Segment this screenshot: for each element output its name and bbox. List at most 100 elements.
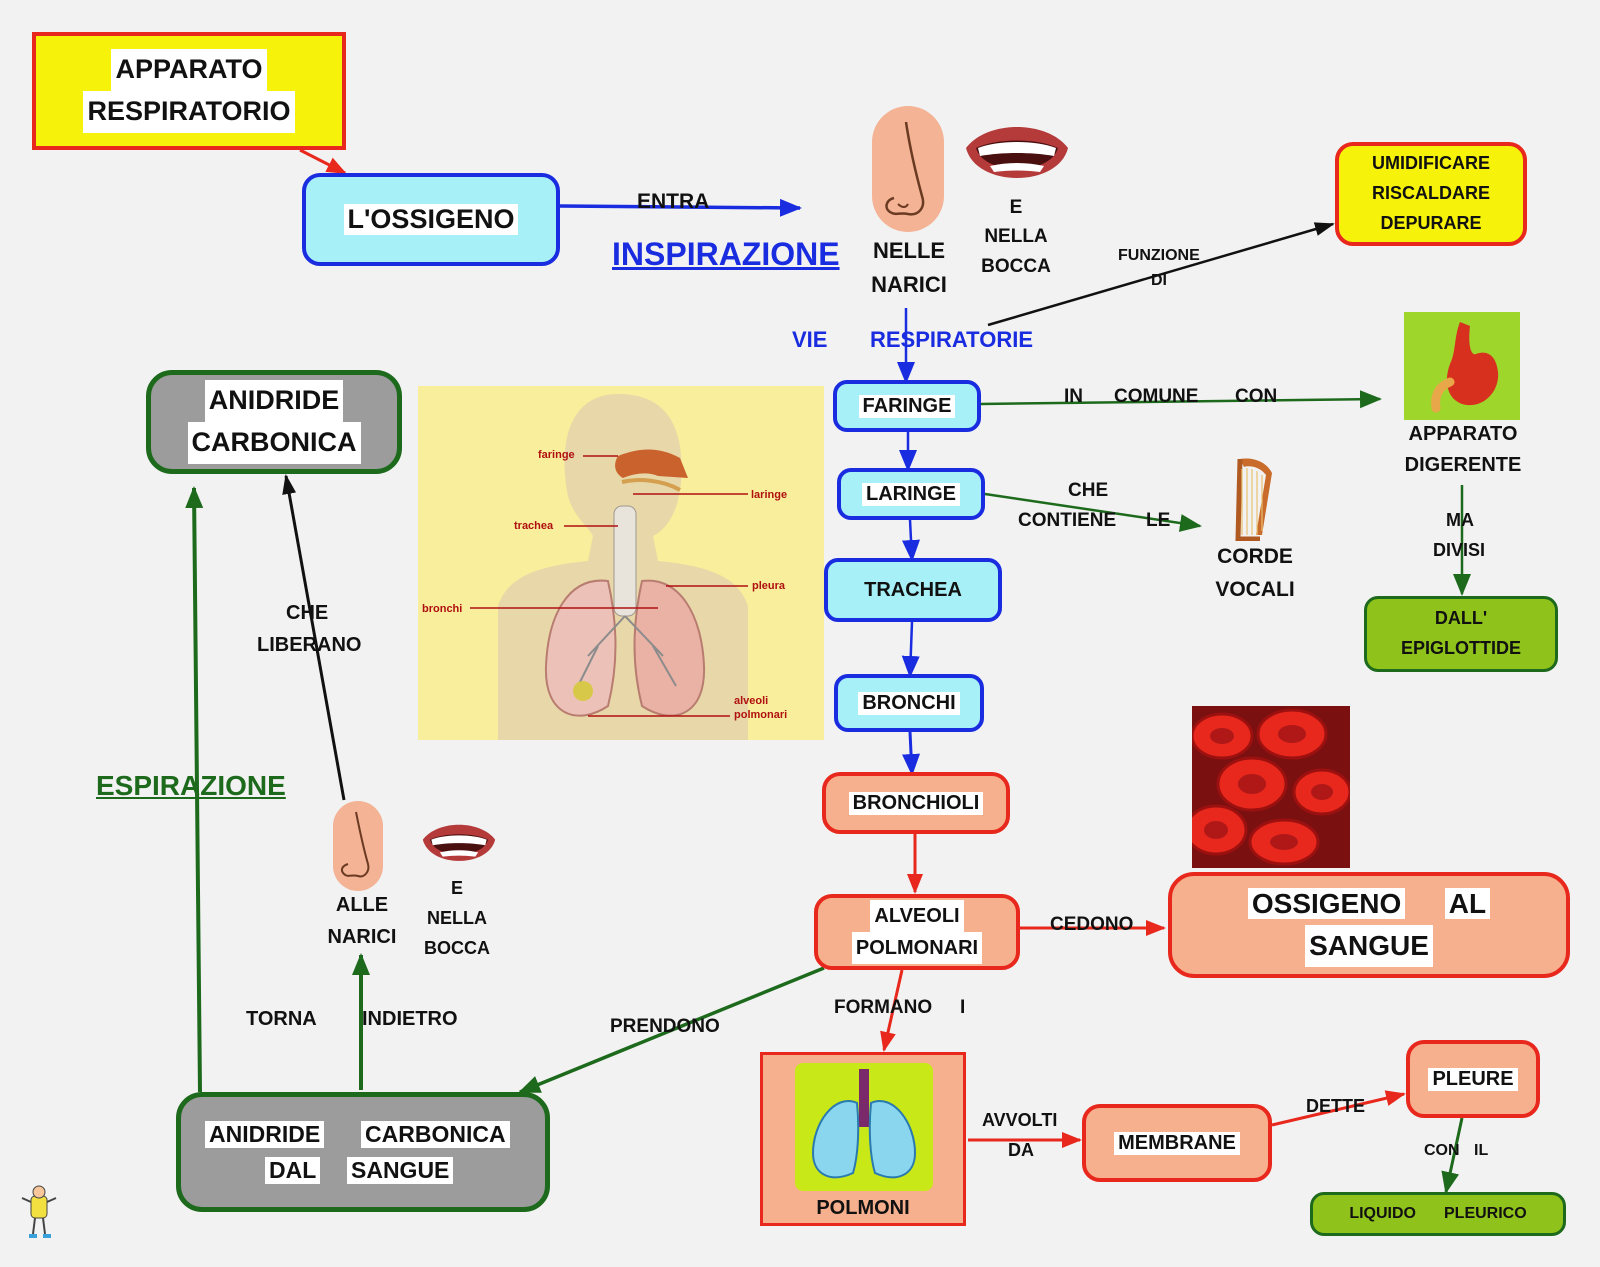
label-le: LE bbox=[1146, 510, 1171, 531]
alle-narici-line1: ALLE bbox=[335, 894, 389, 916]
epiglottide-line1: DALL' bbox=[1434, 608, 1488, 629]
arrow-funzione bbox=[987, 222, 1335, 327]
label-vie: VIE bbox=[792, 327, 828, 352]
label-con-il-con: CON bbox=[1424, 1142, 1460, 1159]
arrow-in-comune bbox=[979, 390, 1382, 409]
label-ma: MA bbox=[1446, 510, 1474, 530]
anidride-bottom-w4: SANGUE bbox=[347, 1157, 454, 1184]
node-polmoni: POLMONI bbox=[760, 1052, 966, 1226]
node-ossigeno-sangue: OSSIGENO AL SANGUE bbox=[1168, 872, 1570, 978]
label-formano-i: I bbox=[960, 997, 966, 1018]
label-avvolti-da: DA bbox=[1008, 1140, 1034, 1160]
anidride-bottom-w3: DAL bbox=[265, 1157, 321, 1184]
node-liquido: LIQUIDO PLEURICO bbox=[1310, 1192, 1566, 1236]
node-alveoli-line1: ALVEOLI bbox=[870, 900, 964, 932]
anidride-bottom-w1: ANIDRIDE bbox=[205, 1121, 325, 1148]
title-box: APPARATO RESPIRATORIO bbox=[32, 32, 346, 150]
svg-text:laringe: laringe bbox=[751, 489, 787, 501]
epiglottide-line2: EPIGLOTTIDE bbox=[1400, 638, 1521, 658]
arrow-prendono bbox=[518, 966, 825, 1094]
lungs-icon bbox=[795, 1063, 933, 1191]
red-blood-cells-icon bbox=[1192, 706, 1350, 868]
nella-bocca-bottom-3: BOCCA bbox=[424, 937, 490, 958]
apparato-digerente-line1: APPARATO bbox=[1408, 423, 1518, 445]
label-dette: DETTE bbox=[1306, 1096, 1366, 1116]
funzione-3: DEPURARE bbox=[1380, 212, 1482, 233]
node-faringe: FARINGE bbox=[833, 380, 981, 432]
label-prendono: PRENDONO bbox=[610, 1016, 720, 1037]
arrow-espirazione bbox=[185, 486, 204, 1093]
label-respiratorie: RESPIRATORIE bbox=[870, 327, 1033, 352]
nelle-narici-line1: NELLE bbox=[872, 237, 946, 263]
stomach-icon bbox=[1404, 312, 1520, 420]
nella-bocca-top-1: E bbox=[1009, 196, 1023, 218]
svg-text:alveoli: alveoli bbox=[734, 695, 768, 707]
svg-text:bronchi: bronchi bbox=[422, 603, 462, 615]
label-funzione: FUNZIONE bbox=[1118, 247, 1200, 264]
nose-icon-bottom bbox=[333, 801, 383, 891]
alle-narici-line2: NARICI bbox=[327, 926, 397, 948]
label-alle-narici: ALLE NARICI bbox=[316, 888, 408, 954]
harp-icon bbox=[1235, 458, 1272, 541]
ossigeno-sangue-w1: OSSIGENO bbox=[1247, 888, 1406, 919]
node-pleure: PLEURE bbox=[1406, 1040, 1540, 1118]
mouth-icon bbox=[966, 127, 1068, 178]
nella-bocca-top-2: NELLA bbox=[984, 226, 1048, 248]
label-entra: ENTRA bbox=[637, 190, 710, 213]
label-contiene: CONTIENE bbox=[1018, 510, 1117, 531]
label-nella-bocca-top: E NELLA BOCCA bbox=[968, 194, 1064, 280]
ossigeno-sangue-w2: AL bbox=[1444, 888, 1491, 919]
ossigeno-sangue-row1: OSSIGENO AL bbox=[1247, 883, 1491, 925]
nose-icon bbox=[872, 106, 944, 232]
label-indietro: INDIETRO bbox=[362, 1008, 458, 1030]
arrow-entra bbox=[559, 198, 802, 217]
label-divisi: DIVISI bbox=[1433, 540, 1486, 560]
svg-text:faringe: faringe bbox=[538, 449, 575, 461]
node-bronchi: BRONCHI bbox=[834, 674, 984, 732]
label-corde-vocali: CORDE VOCALI bbox=[1200, 540, 1310, 608]
node-membrane: MEMBRANE bbox=[1082, 1104, 1272, 1182]
node-membrane-label: MEMBRANE bbox=[1114, 1131, 1240, 1155]
node-alveoli-line2: POLMONARI bbox=[851, 932, 983, 964]
title-line1: APPARATO bbox=[111, 49, 267, 91]
label-comune: COMUNE bbox=[1114, 386, 1199, 407]
node-epiglottide: DALL' EPIGLOTTIDE bbox=[1364, 596, 1558, 672]
node-trachea: TRACHEA bbox=[824, 558, 1002, 622]
corde-vocali-line2: VOCALI bbox=[1215, 578, 1295, 601]
label-in: IN bbox=[1064, 386, 1083, 407]
svg-text:pleura: pleura bbox=[752, 580, 786, 592]
label-che-liberano-2: LIBERANO bbox=[257, 634, 362, 656]
node-bronchioli: BRONCHIOLI bbox=[822, 772, 1010, 834]
funzione-2: RISCALDARE bbox=[1371, 183, 1490, 204]
label-cedono: CEDONO bbox=[1050, 914, 1134, 935]
svg-text:polmonari: polmonari bbox=[734, 709, 787, 721]
label-formano: FORMANO bbox=[834, 997, 933, 1018]
arrow-che-liberano bbox=[282, 474, 346, 801]
liquido-w2: PLEURICO bbox=[1444, 1205, 1527, 1222]
node-funzioni: UMIDIFICARE RISCALDARE DEPURARE bbox=[1335, 142, 1527, 246]
node-polmoni-label: POLMONI bbox=[816, 1197, 910, 1219]
svg-text:trachea: trachea bbox=[514, 520, 554, 532]
label-nella-bocca-bottom: E NELLA BOCCA bbox=[414, 876, 500, 962]
node-anidride-top: ANIDRIDE CARBONICA bbox=[146, 370, 402, 474]
arrow-con-il bbox=[1441, 1117, 1464, 1194]
nelle-narici-line2: NARICI bbox=[871, 272, 947, 297]
label-torna: TORNA bbox=[246, 1008, 317, 1030]
apparato-digerente-line2: DIGERENTE bbox=[1404, 454, 1522, 476]
nella-bocca-top-3: BOCCA bbox=[981, 255, 1051, 277]
nella-bocca-bottom-2: NELLA bbox=[427, 908, 487, 929]
arrow-dette bbox=[1271, 1090, 1406, 1127]
label-con: CON bbox=[1235, 386, 1278, 407]
node-trachea-label: TRACHEA bbox=[864, 578, 962, 601]
node-ossigeno: L'OSSIGENO bbox=[302, 173, 560, 266]
node-laringe: LARINGE bbox=[837, 468, 985, 520]
label-che: CHE bbox=[1068, 480, 1109, 501]
node-laringe-label: LARINGE bbox=[862, 482, 960, 506]
liquido-w1: LIQUIDO bbox=[1349, 1205, 1416, 1222]
arrow-formano bbox=[880, 969, 904, 1052]
node-pleure-label: PLEURE bbox=[1428, 1067, 1518, 1091]
label-nelle-narici: NELLE NARICI bbox=[854, 234, 964, 302]
node-bronchioli-label: BRONCHIOLI bbox=[848, 791, 984, 815]
arrow-title-ossigeno bbox=[299, 148, 347, 175]
node-anidride-bottom: ANIDRIDE CARBONICA DAL SANGUE bbox=[176, 1092, 550, 1212]
